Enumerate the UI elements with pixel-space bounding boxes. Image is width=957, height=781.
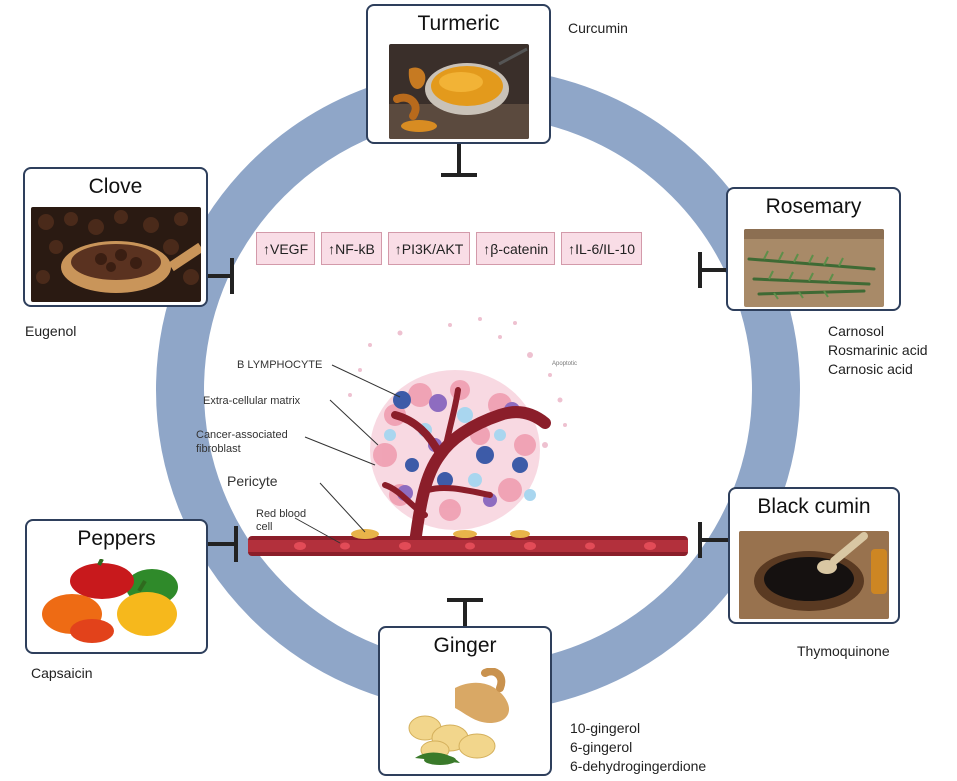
spice-title-black-cumin: Black cumin	[757, 495, 871, 518]
compound-capsaicin: Capsaicin	[31, 665, 93, 681]
label-extracellular-matrix: Extra-cellular matrix	[203, 395, 301, 407]
inhibitor-arrows	[208, 140, 728, 626]
compound-eugenol: Eugenol	[25, 323, 77, 339]
tumor-mass	[370, 370, 551, 549]
spice-card-black-cumin: Black cumin	[728, 487, 900, 624]
signaling-markers: ↑VEGF ↑NF-kB ↑PI3K/AKT ↑β-catenin ↑IL-6/…	[256, 232, 643, 265]
compound-10-gingerol: 10-gingerol	[570, 720, 641, 736]
compound-curcumin: Curcumin	[568, 20, 628, 36]
ginger-image	[395, 668, 535, 768]
peppers-image	[36, 559, 197, 649]
compound-carnosol: Carnosol	[828, 323, 885, 339]
label-b-lymphocyte: B LYMPHOCYTE	[237, 359, 323, 371]
pericytes	[351, 529, 530, 539]
compound-6-gingerol: 6-gingerol	[570, 739, 633, 755]
compounds-clove: Eugenol	[25, 322, 76, 341]
compounds-rosemary: Carnosol Rosmarinic acid Carnosic acid	[828, 322, 928, 379]
compound-6-dehydrogingerdione: 6-dehydrogingerdione	[570, 758, 707, 774]
blood-vessel	[248, 529, 688, 556]
label-caf-line2: fibroblast	[196, 443, 241, 455]
apoptotic-particles	[348, 317, 567, 448]
black-cumin-image	[739, 531, 889, 619]
marker-nfkb: ↑NF-kB	[321, 232, 382, 265]
inhibitor-peppers	[208, 526, 238, 562]
red-blood-cells	[294, 542, 656, 550]
inhibitor-turmeric	[441, 140, 477, 177]
label-apoptotic: Apoptotic	[552, 361, 578, 367]
spice-card-peppers: Peppers	[25, 519, 208, 654]
inhibitor-clove	[208, 258, 234, 294]
turmeric-image	[388, 44, 529, 139]
compounds-ginger: 10-gingerol 6-gingerol 6-dehydrogingerdi…	[570, 719, 706, 776]
spice-card-turmeric: Turmeric	[366, 4, 551, 144]
label-pericyte: Pericyte	[227, 473, 278, 489]
inhibitor-black-cumin	[698, 522, 728, 558]
marker-beta-catenin: ↑β-catenin	[476, 232, 556, 265]
rosemary-image	[743, 229, 884, 307]
marker-vegf: ↑VEGF	[256, 232, 316, 265]
compounds-turmeric: Curcumin	[568, 19, 628, 38]
compound-rosmarinic-acid: Rosmarinic acid	[828, 342, 928, 358]
label-rbc-line1: Red blood	[256, 508, 307, 520]
marker-pi3k-akt: ↑PI3K/AKT	[387, 232, 471, 265]
spice-title-peppers: Peppers	[77, 527, 156, 550]
spice-card-ginger: Ginger	[378, 626, 552, 776]
spice-card-rosemary: Rosemary	[726, 187, 901, 311]
spice-title-clove: Clove	[88, 175, 143, 198]
compounds-black-cumin: Thymoquinone	[797, 642, 890, 661]
leader-lines	[294, 364, 401, 544]
label-rbc-line2: cell	[256, 521, 273, 533]
label-caf-line1: Cancer-associated	[196, 429, 288, 441]
compound-thymoquinone: Thymoquinone	[797, 643, 890, 659]
inhibitor-ginger	[447, 598, 483, 626]
tumor-microenvironment	[248, 317, 688, 556]
spice-title-rosemary: Rosemary	[765, 195, 862, 218]
spice-title-ginger: Ginger	[433, 634, 497, 657]
compound-carnosic-acid: Carnosic acid	[828, 361, 913, 377]
inhibitor-rosemary	[698, 252, 726, 288]
clove-image	[30, 207, 201, 302]
spice-title-turmeric: Turmeric	[417, 12, 500, 35]
spice-card-clove: Clove	[23, 167, 208, 307]
marker-il6-il10: ↑IL-6/IL-10	[561, 232, 643, 265]
compounds-peppers: Capsaicin	[31, 664, 92, 683]
